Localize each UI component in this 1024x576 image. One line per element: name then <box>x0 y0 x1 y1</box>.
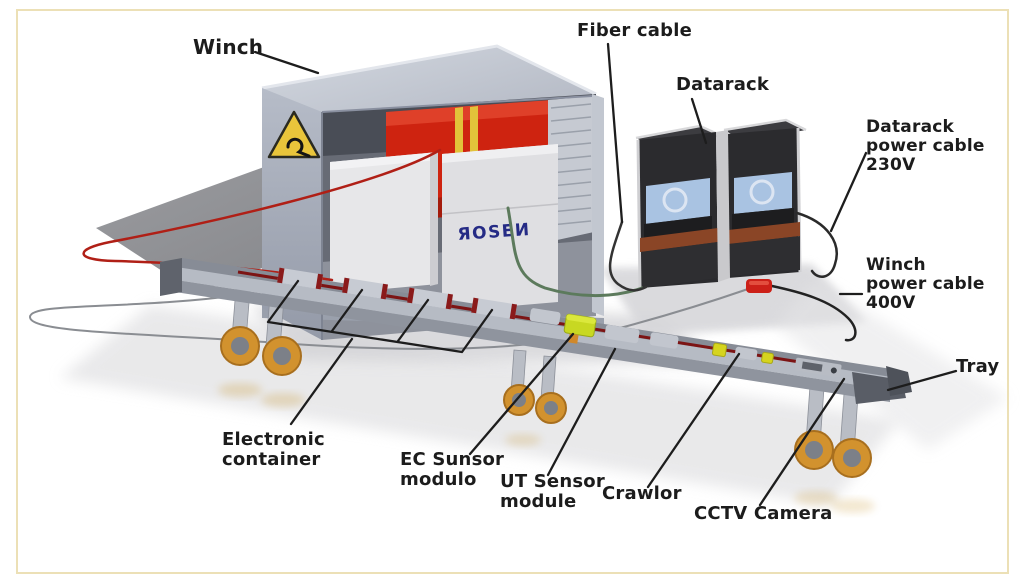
power-connector <box>746 279 772 293</box>
datarack-side-shadow <box>775 280 1008 450</box>
label-datarack-power-cable: Datarack power cable 230V <box>866 117 985 176</box>
datarack-left <box>635 124 723 289</box>
label-tray: Tray <box>956 356 1000 377</box>
label-ec-sensor-module: EC Sunsor modulo <box>400 449 505 491</box>
datarack <box>635 118 807 289</box>
electronic-container-leader <box>266 279 494 426</box>
fiber-cable-line <box>608 220 648 292</box>
fiber-cable-leader <box>606 42 624 224</box>
tray-wheels <box>220 326 872 478</box>
datarack-right <box>723 118 807 278</box>
ut-sensor-module <box>649 332 679 349</box>
datarack-power-leader <box>829 151 868 233</box>
label-datarack: Datarack <box>676 74 770 95</box>
tray-front <box>162 278 890 402</box>
electronic-container-module <box>407 287 453 310</box>
cctv-leader <box>758 377 846 507</box>
crawler-unit <box>734 346 758 361</box>
label-crawler: Crawlor <box>602 483 682 504</box>
fiber-green-cable <box>506 206 644 298</box>
right-frame <box>592 94 604 316</box>
wheel-reflection <box>505 434 541 446</box>
ec-sensor-module <box>563 313 597 344</box>
ut-sensor-leader <box>546 347 617 477</box>
label-ut-sensor-module: UT Sensor module <box>500 471 605 513</box>
rack-shelf <box>728 222 800 244</box>
connector-cable <box>770 284 857 342</box>
label-fiber-cable: Fiber cable <box>577 20 692 41</box>
tray-left-end <box>160 258 182 296</box>
wheel-reflection <box>794 491 838 505</box>
crawler-train <box>237 267 842 378</box>
opening-top-edge <box>321 95 593 113</box>
electronic-container-module <box>277 267 323 290</box>
rack-screen <box>646 178 710 224</box>
rack-screen <box>734 172 792 214</box>
label-winch-power-cable: Winch power cable 400V <box>866 255 985 314</box>
datarack-power-cable-line <box>795 211 838 278</box>
electronic-container-module <box>471 297 517 320</box>
tray-leader <box>886 369 958 392</box>
warning-icon <box>267 110 321 159</box>
tray-top <box>162 266 898 390</box>
cctv-camera-unit <box>794 357 842 378</box>
winch-leader <box>253 50 320 75</box>
leader-lines <box>253 42 958 507</box>
cables <box>28 148 857 350</box>
wheel-reflection <box>218 383 262 397</box>
label-electronic-container: Electronic container <box>222 429 325 471</box>
datarack-leader <box>690 97 708 145</box>
crawler-leader <box>646 352 741 489</box>
equipment-boxes: ЯOSEИ <box>330 144 559 312</box>
rack-shelf <box>640 228 718 252</box>
electronic-container-module <box>342 277 388 300</box>
rack-gap <box>716 130 730 282</box>
wheel-reflection <box>261 393 305 407</box>
roof-edge-highlight <box>261 44 597 96</box>
label-cctv-camera: CCTV Camera <box>694 503 833 524</box>
label-winch: Winch <box>193 35 264 59</box>
ec-sensor-leader <box>468 332 575 456</box>
wheel-reflection <box>831 499 875 513</box>
